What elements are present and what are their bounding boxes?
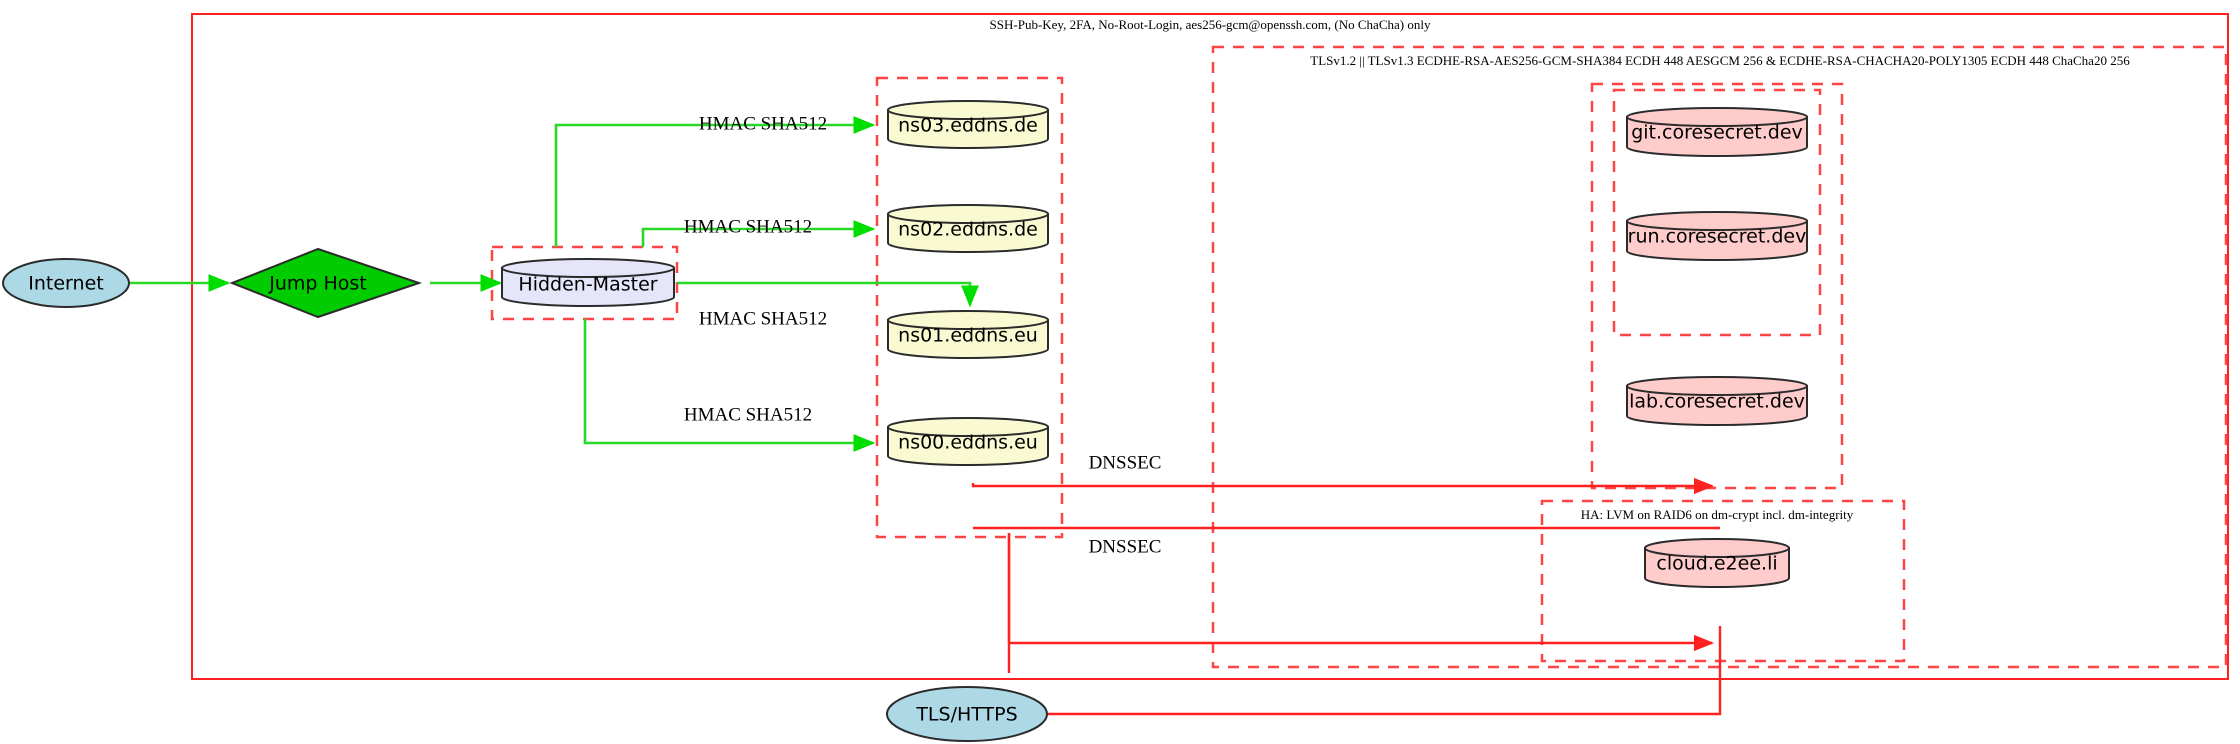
node-tls-https[interactable]: TLS/HTTPS [886,686,1048,742]
node-hidden-master[interactable]: Hidden-Master [501,258,675,307]
node-ns00[interactable]: ns00.eddns.eu [887,417,1049,466]
edge-hidden-master-to-ns02 [641,220,876,247]
node-hidden-master-label: Hidden-Master [518,274,657,296]
node-cloud-e2ee-label: cloud.e2ee.li [1656,553,1777,575]
cluster-ssh-boundary: SSH-Pub-Key, 2FA, No-Root-Login, aes256-… [191,13,2229,680]
edge-hidden-master-to-ns03 [554,116,876,247]
node-jump-host[interactable]: Jump Host [229,247,423,319]
node-ns03[interactable]: ns03.eddns.de [887,100,1049,149]
cluster-ha-label: HA: LVM on RAID6 on dm-crypt incl. dm-in… [1581,507,1854,522]
node-cloud-e2ee[interactable]: cloud.e2ee.li [1644,538,1790,588]
edge-hidden-master-to-ns00 [583,319,876,452]
cluster-ha-boundary: HA: LVM on RAID6 on dm-crypt incl. dm-in… [1540,499,1906,663]
edge-dnssec-upper [971,477,1715,495]
node-ns02[interactable]: ns02.eddns.de [887,204,1049,253]
node-tls-https-label: TLS/HTTPS [915,704,1017,726]
node-ns03-label: ns03.eddns.de [898,115,1038,137]
edge-hidden-master-to-ns01 [677,281,979,308]
edge-tls-https-to-services [1047,626,1722,716]
edge-label-dnssec-1: DNSSEC [1089,452,1162,473]
node-lab-coresecret-label: lab.coresecret.dev [1629,391,1805,413]
cluster-tls-boundary: TLSv1.2 || TLSv1.3 ECDHE-RSA-AES256-GCM-… [1211,45,2228,669]
node-internet-label: Internet [28,273,103,295]
node-git-coresecret[interactable]: git.coresecret.dev [1626,107,1808,157]
edge-label-hmac-2: HMAC SHA512 [684,216,812,237]
node-run-coresecret-label: run.coresecret.dev [1628,226,1807,248]
node-lab-coresecret[interactable]: lab.coresecret.dev [1626,376,1808,426]
cluster-ssh-label: SSH-Pub-Key, 2FA, No-Root-Login, aes256-… [990,17,1431,32]
node-git-coresecret-label: git.coresecret.dev [1631,122,1803,144]
node-ns02-label: ns02.eddns.de [898,219,1038,241]
node-jump-host-label: Jump Host [268,273,367,295]
node-ns01[interactable]: ns01.eddns.eu [887,310,1049,359]
node-run-coresecret[interactable]: run.coresecret.dev [1626,211,1808,261]
edge-label-hmac-1: HMAC SHA512 [699,113,827,134]
cluster-tls-label: TLSv1.2 || TLSv1.3 ECDHE-RSA-AES256-GCM-… [1310,53,2130,68]
cluster-coresecret-inner-boundary [1612,88,1822,337]
node-ns01-label: ns01.eddns.eu [898,325,1038,347]
cluster-coresecret-outer-boundary [1590,82,1844,490]
edge-label-dnssec-2: DNSSEC [1089,536,1162,557]
edge-label-hmac-4: HMAC SHA512 [684,404,812,425]
edge-label-hmac-3: HMAC SHA512 [699,308,827,329]
node-ns00-label: ns00.eddns.eu [898,432,1038,454]
node-internet[interactable]: Internet [2,258,130,308]
